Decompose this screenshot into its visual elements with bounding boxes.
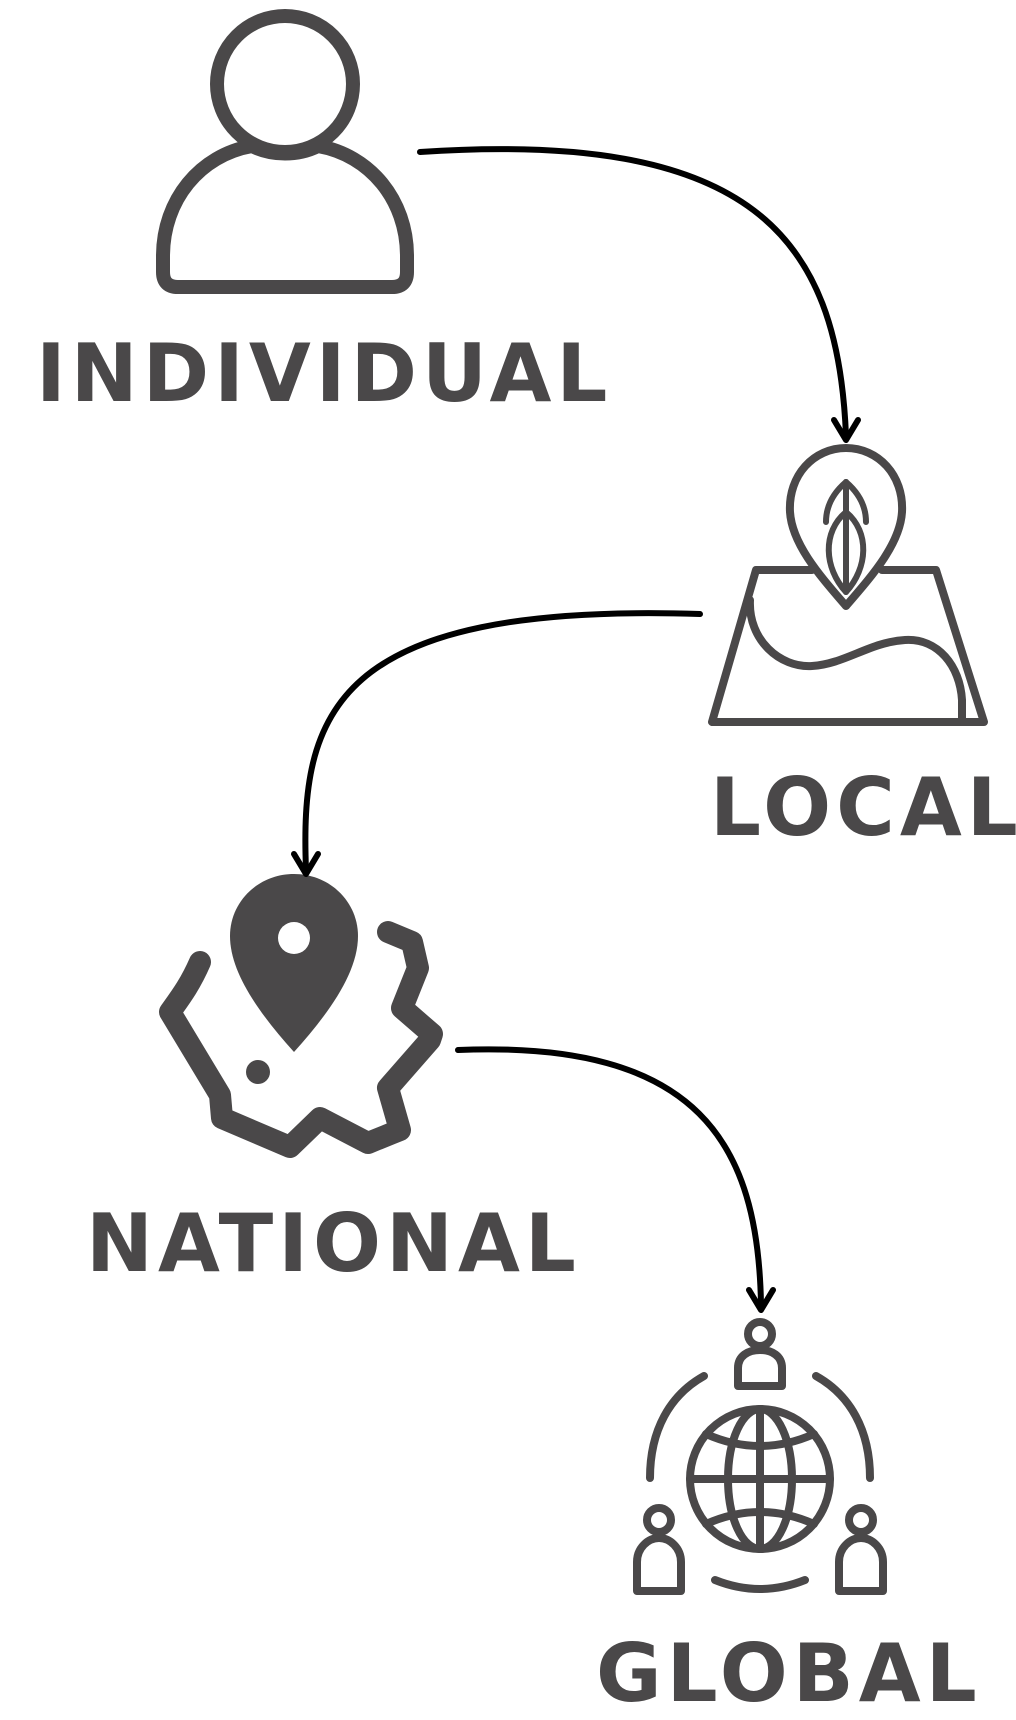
flow-arrow-national-to-global (455, 1046, 776, 1313)
globe-people-icon (633, 1318, 887, 1595)
stage-label-national: NATIONAL (86, 1197, 581, 1290)
country-map-pin-icon (159, 874, 443, 1158)
land-pin-leaf-icon (708, 444, 988, 726)
stage-label-local: LOCAL (710, 761, 1016, 854)
person-icon (156, 9, 414, 294)
flow-arrow-local-to-national (291, 610, 703, 877)
stage-label-individual: INDIVIDUAL (36, 327, 613, 420)
stage-label-global: GLOBAL (596, 1627, 982, 1720)
flow-arrow-individual-to-local (417, 146, 861, 443)
